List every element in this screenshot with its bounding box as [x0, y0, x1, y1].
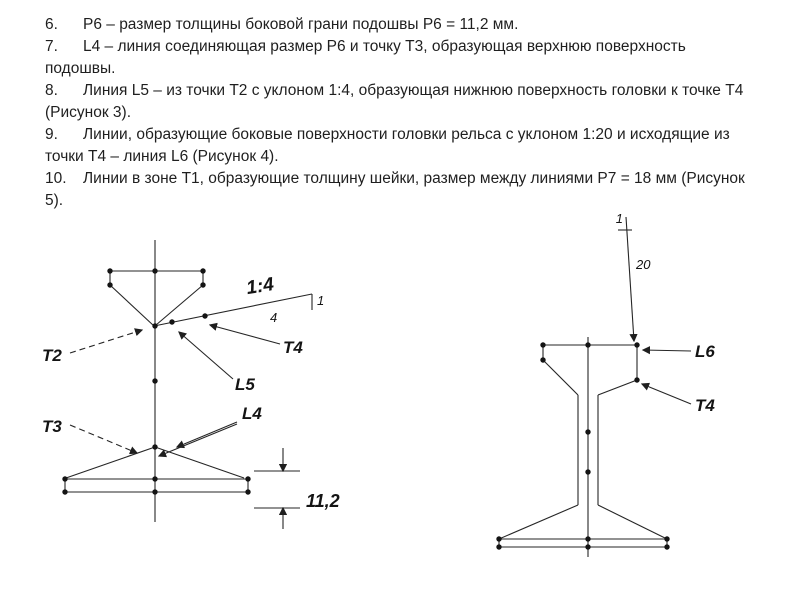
leader-arrows — [69, 322, 281, 458]
item-text: Линия L5 – из точки Т2 с уклоном 1:4, об… — [45, 82, 744, 121]
item-number: 6. — [45, 16, 58, 33]
figure-rail-profile-right: 1 20 L6 Т4 — [496, 211, 715, 557]
dimension-11-2-lines — [254, 448, 300, 529]
list-item-8: 8.Линия L5 – из точки Т2 с уклоном 1:4, … — [45, 80, 751, 124]
list-item-7: 7.L4 – линия соединяющая размер Р6 и точ… — [45, 36, 751, 80]
slope-1-20-construction-line — [618, 216, 638, 343]
label-l6: L6 — [695, 342, 715, 361]
item-number: 9. — [45, 126, 58, 143]
item-number: 10. — [45, 170, 67, 187]
leader-arrows — [640, 346, 692, 405]
list-item-10: 10.Линии в зоне Т1, образующие толщину ш… — [45, 168, 751, 212]
construction-points — [496, 342, 670, 550]
figure-rail-profile-left: 1:4 1 4 Т2 Т4 L5 L4 Т3 11,2 — [42, 240, 340, 529]
label-t2: Т2 — [42, 346, 62, 365]
slope-run-label: 4 — [270, 310, 277, 325]
label-t3: Т3 — [42, 417, 62, 436]
slope-run-label: 20 — [635, 257, 651, 272]
slope-rise-label: 1 — [616, 211, 623, 226]
label-l4: L4 — [242, 404, 262, 423]
list-item-9: 9.Линии, образующие боковые поверхности … — [45, 124, 751, 168]
label-t4: Т4 — [695, 396, 715, 415]
list-item-6: 6. Р6 – размер толщины боковой грани подо… — [45, 14, 751, 36]
item-text: Линии в зоне Т1, образующие толщину шейк… — [45, 170, 745, 209]
slope-ratio-label: 1:4 — [245, 274, 276, 299]
item-text: Р6 – размер толщины боковой грани подошв… — [83, 16, 519, 33]
label-t4: Т4 — [283, 338, 303, 357]
label-l5: L5 — [235, 375, 255, 394]
rail-outline — [498, 337, 668, 557]
slope-rise-label: 1 — [317, 293, 324, 308]
instruction-list: 6. Р6 – размер толщины боковой грани подо… — [45, 14, 751, 212]
item-text: L4 – линия соединяющая размер Р6 и точку… — [45, 38, 686, 77]
item-number: 8. — [45, 82, 58, 99]
dimension-value: 11,2 — [306, 491, 340, 511]
item-text: Линии, образующие боковые поверхности го… — [45, 126, 730, 165]
item-number: 7. — [45, 38, 58, 55]
construction-points — [62, 268, 251, 495]
slope-1-4-construction-line — [153, 293, 313, 327]
